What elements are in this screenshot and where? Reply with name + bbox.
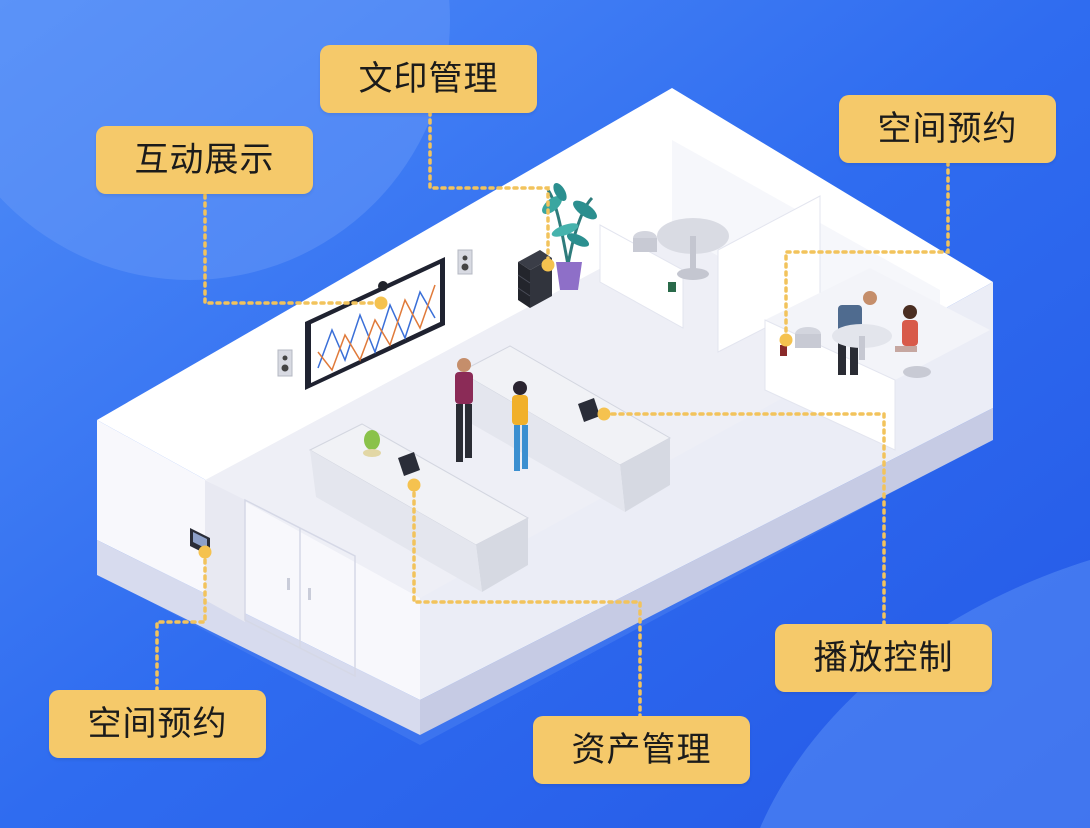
connectors <box>155 110 950 718</box>
wall-switch <box>668 282 676 292</box>
round-table-base <box>677 268 709 280</box>
label-playback-control: 播放控制 <box>775 624 992 692</box>
dot-print-management <box>541 258 555 272</box>
plant-icon <box>542 182 597 290</box>
inner-wall-left <box>205 480 245 622</box>
front-wall-left <box>97 420 420 700</box>
display-screen-inner <box>311 264 440 383</box>
meeting-table-leg <box>859 336 865 360</box>
person-man <box>455 358 473 462</box>
dot-space-booking-left <box>198 545 212 559</box>
connector-space-booking-left <box>155 550 207 692</box>
cabinet-handle <box>287 578 290 590</box>
connector-space-booking-right <box>784 160 950 342</box>
connector-interactive-display <box>203 193 383 305</box>
speaker-icon <box>277 349 293 377</box>
tablet-icon <box>398 452 420 476</box>
meeting-stool-body <box>795 334 821 348</box>
round-table-leg <box>690 236 696 272</box>
label-space-booking-left: 空间预约 <box>49 690 266 758</box>
connector-asset-management <box>412 483 642 718</box>
label-asset-management: 资产管理 <box>533 716 750 784</box>
dot-space-booking-right <box>779 333 793 347</box>
display-chart-line <box>317 290 436 369</box>
base-slab-right <box>420 408 993 735</box>
camera-icon <box>378 281 388 291</box>
dot-asset-management <box>407 478 421 492</box>
connector-dots <box>198 258 793 559</box>
person-seated <box>895 305 931 378</box>
base-slab-left <box>97 540 420 735</box>
display-chart-line <box>317 284 436 372</box>
cabinet <box>244 498 356 678</box>
desk-back <box>458 345 672 512</box>
stool-body <box>633 238 657 252</box>
label-space-booking-right: 空间预约 <box>839 95 1056 163</box>
cabinet-handle <box>308 588 311 600</box>
connector-playback-control <box>602 412 886 626</box>
dot-interactive-display <box>374 296 388 310</box>
speaker-icon <box>457 249 473 275</box>
desk-plant <box>363 430 381 457</box>
bg-blob-bottom-right <box>760 560 1090 828</box>
partition-wall-side <box>599 224 684 329</box>
room-panel <box>780 345 787 356</box>
tablet-icon <box>578 398 600 422</box>
person-woman <box>512 381 528 471</box>
label-print-management: 文印管理 <box>320 45 537 113</box>
label-interactive-display: 互动展示 <box>96 126 313 194</box>
dot-playback-control <box>597 407 611 421</box>
connector-print-management <box>428 110 550 267</box>
meeting-room-floor <box>765 268 990 380</box>
